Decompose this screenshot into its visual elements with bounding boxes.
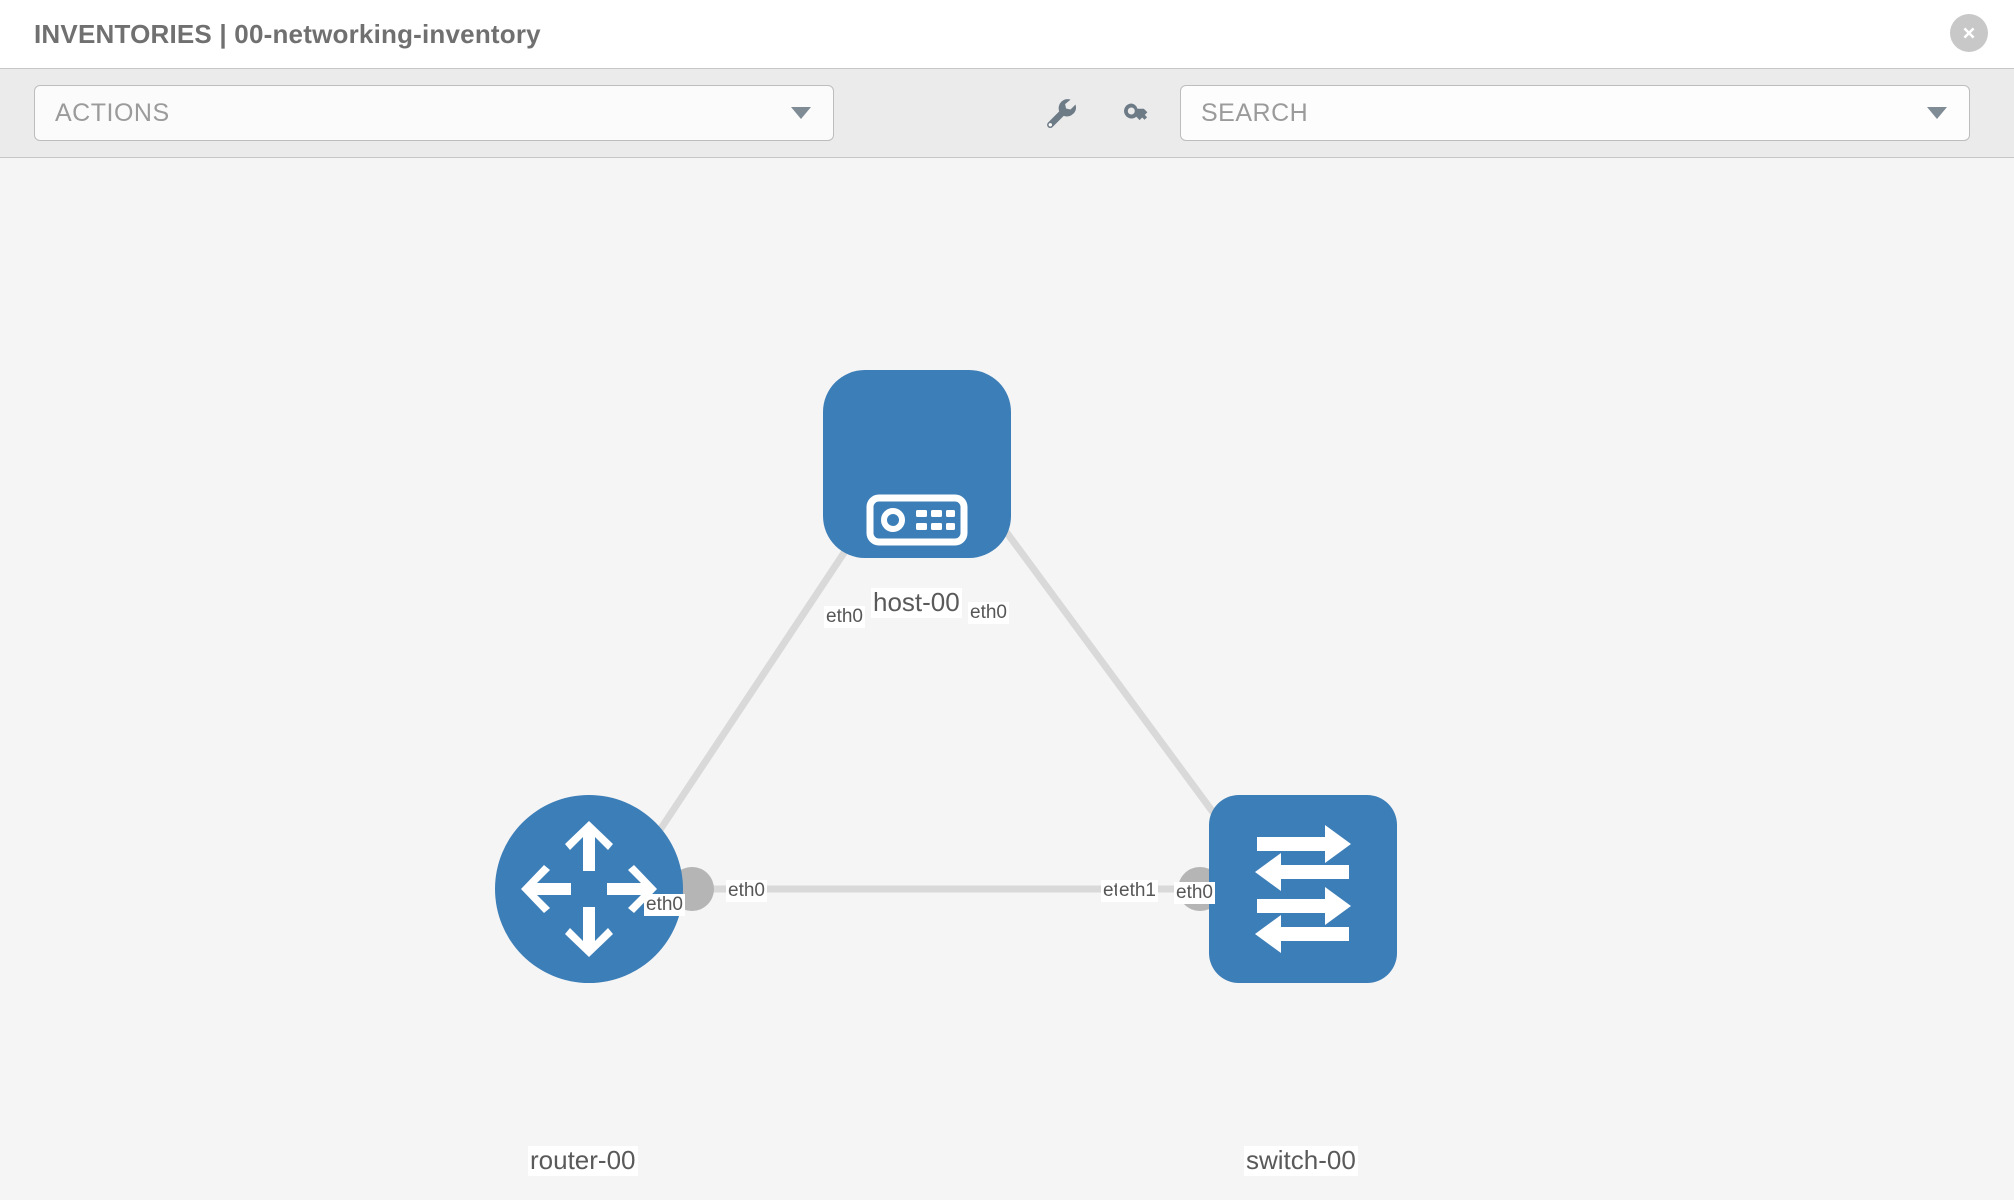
iface-label-host-eth0-right[interactable]: eth0	[968, 602, 1009, 624]
wrench-icon[interactable]	[1040, 93, 1080, 133]
page-header: INVENTORIES | 00-networking-inventory	[0, 0, 2014, 68]
search-input[interactable]: SEARCH	[1180, 85, 1970, 141]
link-host-switch[interactable]	[962, 473, 1235, 841]
chevron-down-icon[interactable]	[1927, 107, 1947, 119]
node-label-switch-00[interactable]: switch-00	[1244, 1145, 1358, 1176]
key-icon[interactable]	[1116, 93, 1156, 133]
search-input-value: SEARCH	[1201, 98, 1309, 127]
topology-graph	[495, 370, 1397, 983]
node-host-00[interactable]	[823, 370, 1011, 558]
iface-label-switch-eth1[interactable]: eth1	[1117, 880, 1158, 902]
node-label-host-00[interactable]: host-00	[871, 587, 962, 618]
iface-label-switch-eth0-uplink[interactable]: eth0	[1174, 882, 1215, 904]
iface-label-host-eth0-left[interactable]: eth0	[824, 606, 865, 628]
toolbar-icon-group	[1040, 93, 1156, 133]
server-appliance-icon	[866, 494, 968, 546]
node-router-00[interactable]	[495, 795, 683, 983]
bidirectional-arrows-icon	[1255, 825, 1351, 953]
actions-dropdown-label: ACTIONS	[55, 98, 170, 127]
node-switch-00[interactable]	[1209, 795, 1397, 983]
topology-canvas[interactable]: host-00 router-00 switch-00 eth0 eth0 et…	[0, 158, 2014, 1200]
actions-dropdown[interactable]: ACTIONS	[34, 85, 834, 141]
close-icon[interactable]	[1950, 14, 1988, 52]
iface-label-router-eth0-uplink[interactable]: eth0	[644, 894, 685, 916]
iface-label-router-eth0[interactable]: eth0	[726, 880, 767, 902]
node-label-router-00[interactable]: router-00	[528, 1145, 638, 1176]
chevron-down-icon	[791, 107, 811, 119]
page-title: INVENTORIES | 00-networking-inventory	[34, 18, 541, 49]
toolbar: ACTIONS SEARCH	[0, 68, 2014, 158]
